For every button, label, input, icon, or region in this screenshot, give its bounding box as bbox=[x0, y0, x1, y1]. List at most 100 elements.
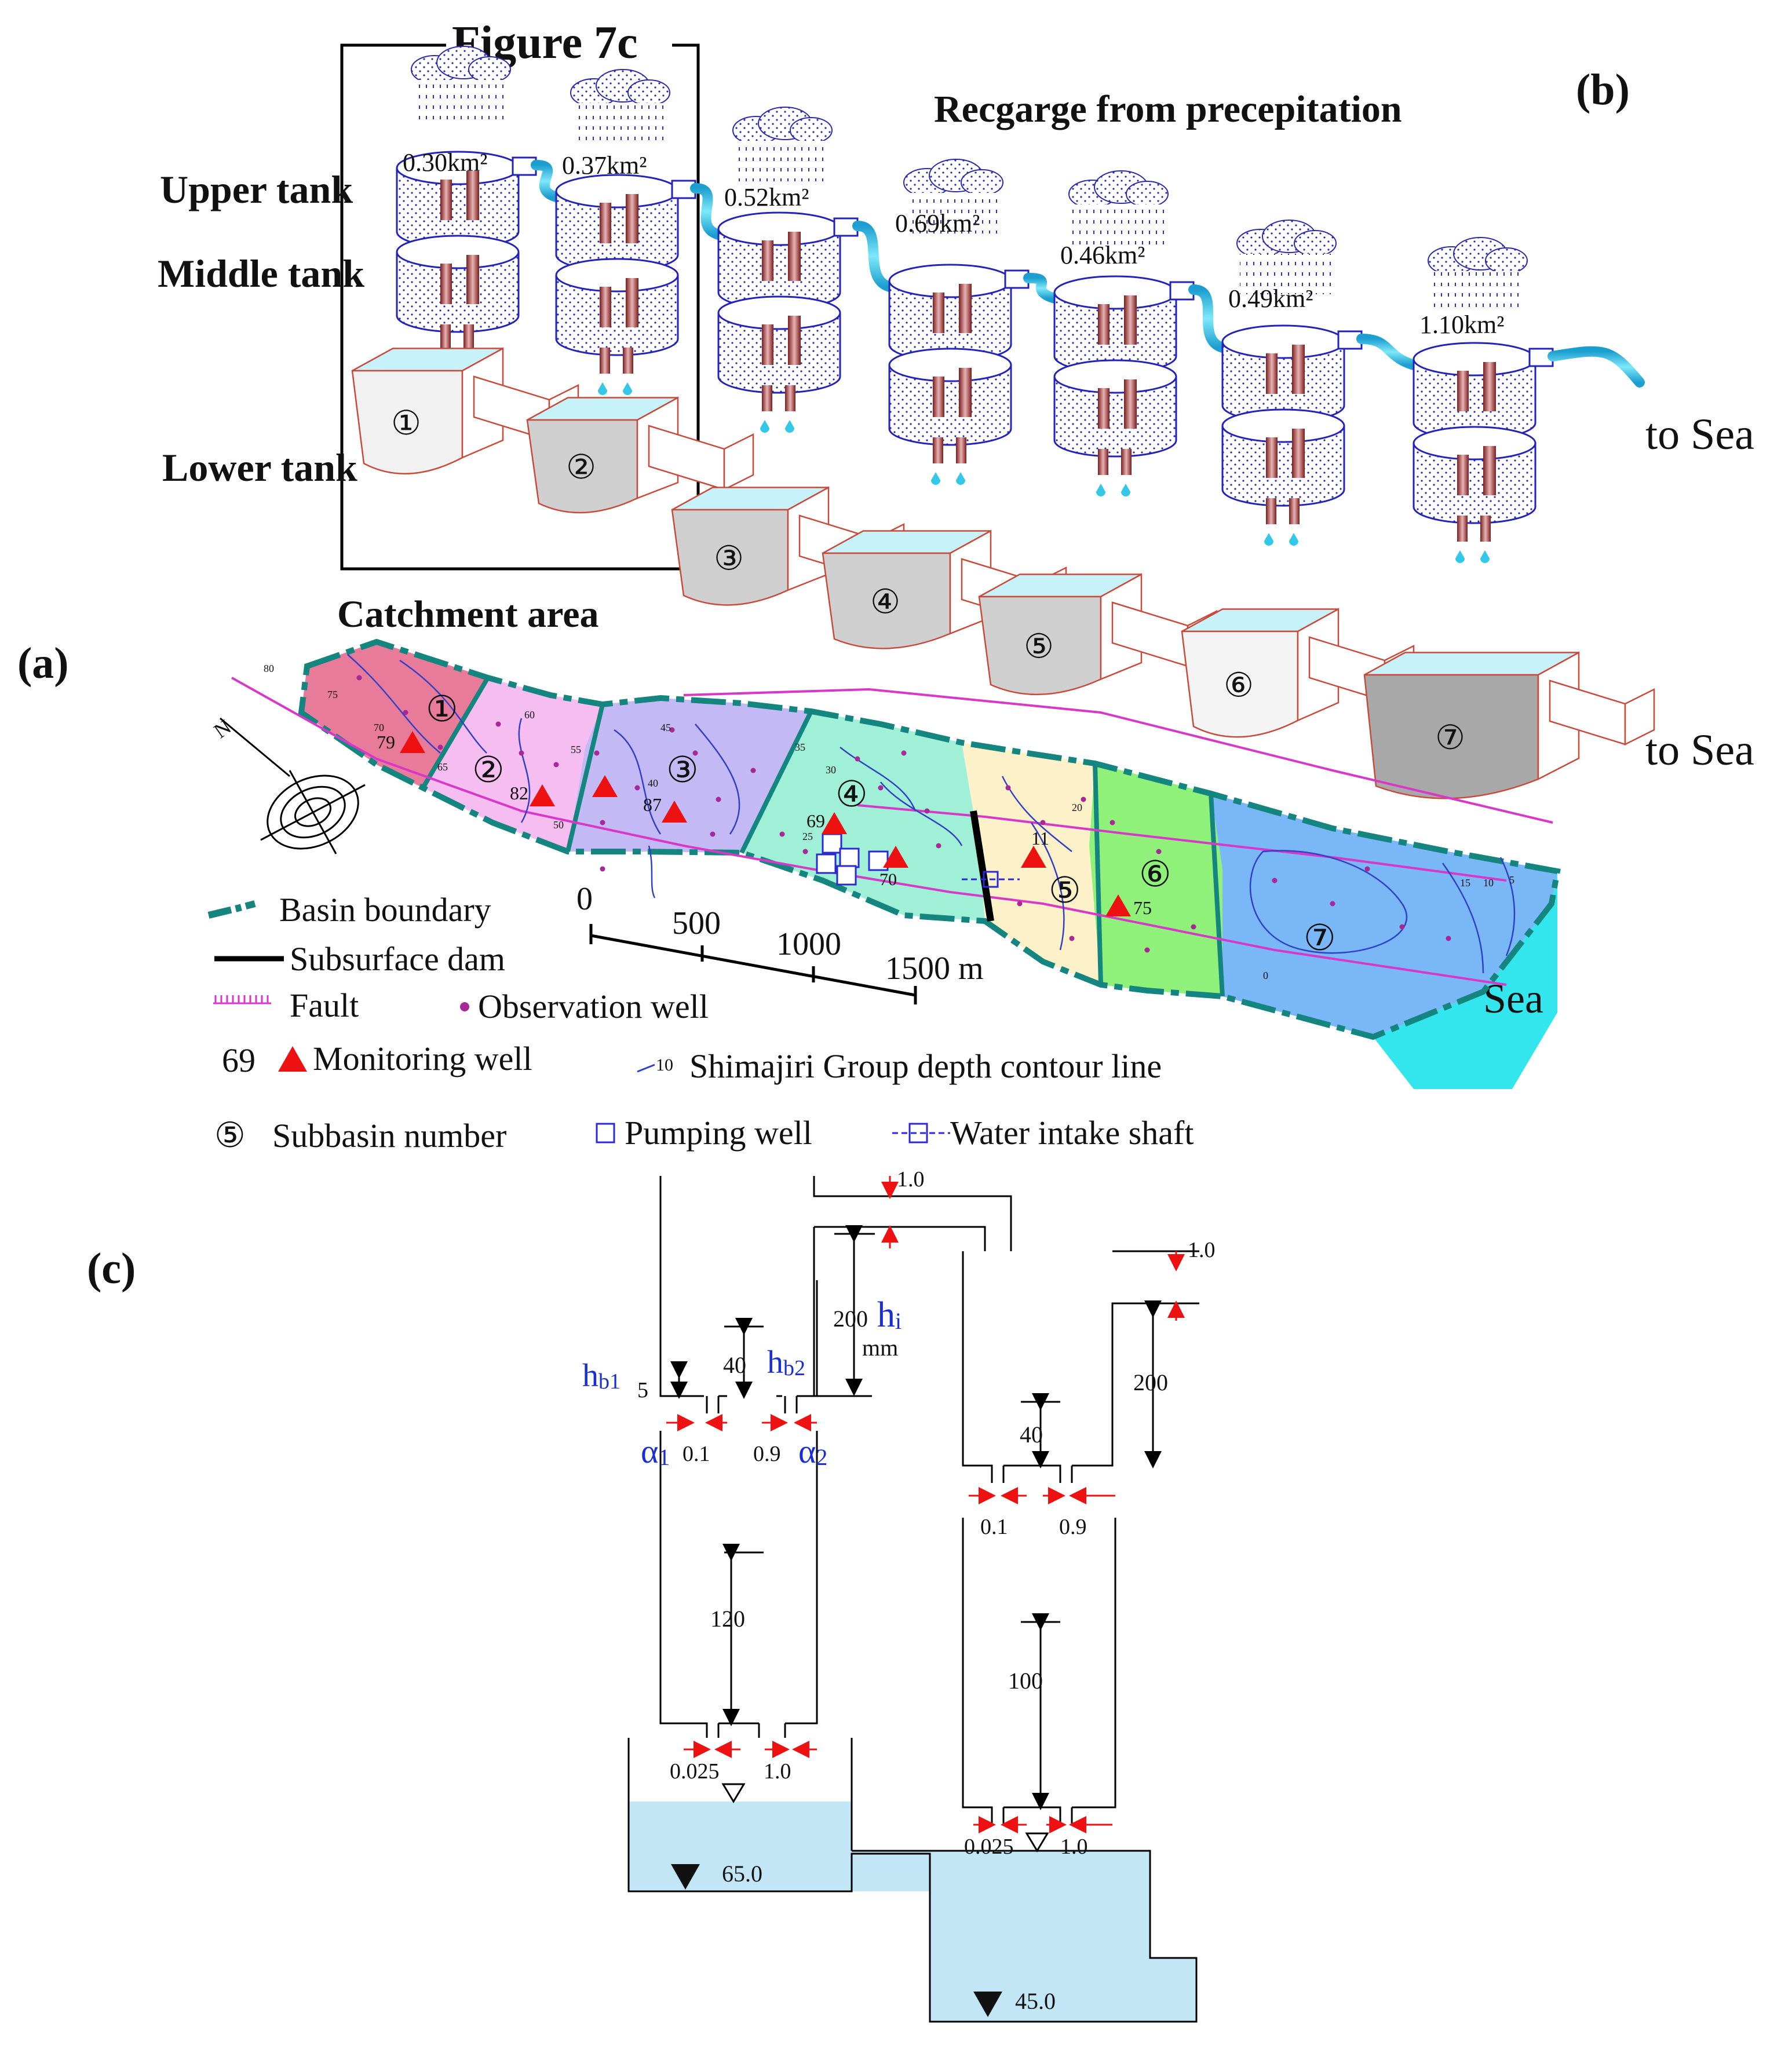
datum-symbol-left bbox=[671, 1864, 700, 1890]
outflow-pipe bbox=[1188, 284, 1228, 353]
tank-top bbox=[1413, 342, 1536, 377]
north-compass bbox=[220, 717, 366, 854]
tank-top bbox=[555, 174, 679, 209]
water-drop-icon bbox=[598, 382, 607, 395]
observation-well-dot bbox=[901, 750, 907, 756]
well-label-75: 75 bbox=[1133, 897, 1152, 918]
observation-well-dot bbox=[437, 744, 443, 750]
tank-column: 1.10km² bbox=[1413, 237, 1645, 563]
scale-bar bbox=[589, 924, 917, 1004]
water-drop-icon bbox=[1289, 533, 1298, 546]
tank-body bbox=[717, 313, 841, 394]
observation-well-dot bbox=[356, 675, 362, 681]
lower-tank: ② bbox=[526, 396, 754, 514]
tank-top bbox=[1221, 408, 1345, 443]
area-label: 0.37km² bbox=[562, 151, 647, 180]
catchment-map: Sea bbox=[210, 638, 1561, 1089]
observation-well-dot bbox=[1109, 820, 1115, 825]
rain-cloud-icon bbox=[570, 69, 670, 144]
level-65-label: 65.0 bbox=[722, 1861, 762, 1887]
subbasin-number-7: ⑦ bbox=[1304, 919, 1336, 958]
subsurface-dam bbox=[970, 810, 994, 922]
legend-subsurface-dam: Subsurface dam bbox=[290, 940, 505, 978]
tank-top bbox=[888, 264, 1012, 298]
contour-label: 0 bbox=[1263, 970, 1268, 981]
middle-tank-label: Middle tank bbox=[158, 251, 364, 295]
to-sea-lower: to Sea bbox=[1645, 726, 1754, 774]
subbasin-number-3: ③ bbox=[666, 751, 699, 790]
observation-well-dot bbox=[553, 762, 559, 768]
subbasin-3 bbox=[568, 698, 811, 853]
observation-well-dot bbox=[878, 785, 884, 791]
tank-top bbox=[1221, 324, 1345, 359]
well-label-69: 69 bbox=[806, 810, 825, 831]
subbasin-number-4: ④ bbox=[835, 775, 868, 814]
tank-top bbox=[1413, 426, 1536, 461]
tank-top bbox=[888, 348, 1012, 382]
contour-labels: 80 75 70 65 60 55 50 45 40 35 30 25 20 1… bbox=[264, 663, 1514, 981]
recharge-title: Recgarge from precepitation bbox=[934, 88, 1402, 130]
outflow-pipe bbox=[690, 183, 724, 240]
contour-label: 40 bbox=[648, 777, 658, 789]
left-0025-label: 0.025 bbox=[670, 1759, 720, 1784]
scale-500: 500 bbox=[672, 905, 721, 941]
area-label: 0.46km² bbox=[1060, 241, 1145, 269]
right-40-label: 40 bbox=[1020, 1422, 1043, 1448]
observation-well-dot bbox=[802, 849, 808, 854]
lower-tank-number: ⑦ bbox=[1435, 719, 1465, 757]
upper-tank-label: Upper tank bbox=[160, 167, 353, 211]
rain-cloud-icon bbox=[1428, 237, 1528, 312]
area-label: 0.49km² bbox=[1228, 284, 1313, 313]
tank-top bbox=[717, 295, 841, 330]
legend-contour-symbol bbox=[637, 1064, 655, 1073]
datum-symbol-right bbox=[973, 1992, 1002, 2017]
well-label-70: 70 bbox=[879, 870, 897, 889]
legend-basin-boundary: Basin boundary bbox=[279, 891, 491, 929]
legend-monitoring-symbol bbox=[278, 1046, 307, 1072]
map-legend: Basin boundary Subsurface dam Fault Obse… bbox=[207, 891, 1194, 1154]
tank-schematic: 1.0 1.0 200 hi mm hb1 5 40 hb2 α1 0.1 0.… bbox=[582, 1167, 1216, 2023]
tank-top bbox=[1053, 275, 1177, 310]
observation-well-dot bbox=[1040, 820, 1046, 825]
outflow-pipe bbox=[531, 160, 561, 202]
right-01-label: 0.1 bbox=[980, 1515, 1008, 1539]
legend-observation-symbol bbox=[460, 1002, 469, 1011]
rain-cloud-icon bbox=[732, 107, 833, 181]
observation-well-dot bbox=[855, 756, 860, 762]
catchment-area-label: Catchment area bbox=[337, 593, 599, 635]
level-45-label: 45.0 bbox=[1015, 1988, 1056, 2014]
observation-well-dot bbox=[924, 808, 930, 814]
legend-subbasin-number: Subbasin number bbox=[272, 1117, 506, 1154]
north-label: N bbox=[210, 715, 235, 743]
observation-well-dot bbox=[1191, 924, 1196, 930]
contour-label: 30 bbox=[826, 764, 836, 776]
legend-intake-symbol bbox=[908, 1123, 928, 1143]
observation-well-dot bbox=[669, 727, 675, 733]
outflow-pipe bbox=[1356, 334, 1419, 370]
basin-boundary bbox=[298, 638, 1561, 1040]
observation-well-dot bbox=[1272, 878, 1278, 883]
observation-well-dot bbox=[495, 721, 501, 727]
left-120-label: 120 bbox=[710, 1606, 745, 1632]
lower-tank: ⑤ bbox=[978, 573, 1218, 696]
observation-well-dot bbox=[1364, 866, 1370, 872]
well-label-11: 11 bbox=[1031, 828, 1049, 849]
tank-column: 0.37km² bbox=[555, 69, 724, 395]
water-drop-icon bbox=[1264, 533, 1273, 546]
legend-observation-well: Observation well bbox=[478, 988, 709, 1025]
tank-body bbox=[1413, 443, 1536, 524]
contour-label: 70 bbox=[374, 722, 384, 733]
observation-well-dot bbox=[594, 750, 600, 756]
subbasin-number-1: ① bbox=[426, 690, 458, 729]
observation-well-dot bbox=[1446, 936, 1451, 941]
legend-subbasin-symbol: ⑤ bbox=[214, 1116, 246, 1154]
contour-label: 20 bbox=[1072, 802, 1082, 813]
right-200-label: 200 bbox=[1133, 1369, 1168, 1395]
well-label-82: 82 bbox=[510, 783, 528, 803]
tank-body bbox=[396, 252, 520, 333]
left-10-label: 1.0 bbox=[764, 1759, 791, 1784]
water-drop-icon bbox=[785, 420, 794, 433]
contour-label: 10 bbox=[1483, 877, 1494, 889]
